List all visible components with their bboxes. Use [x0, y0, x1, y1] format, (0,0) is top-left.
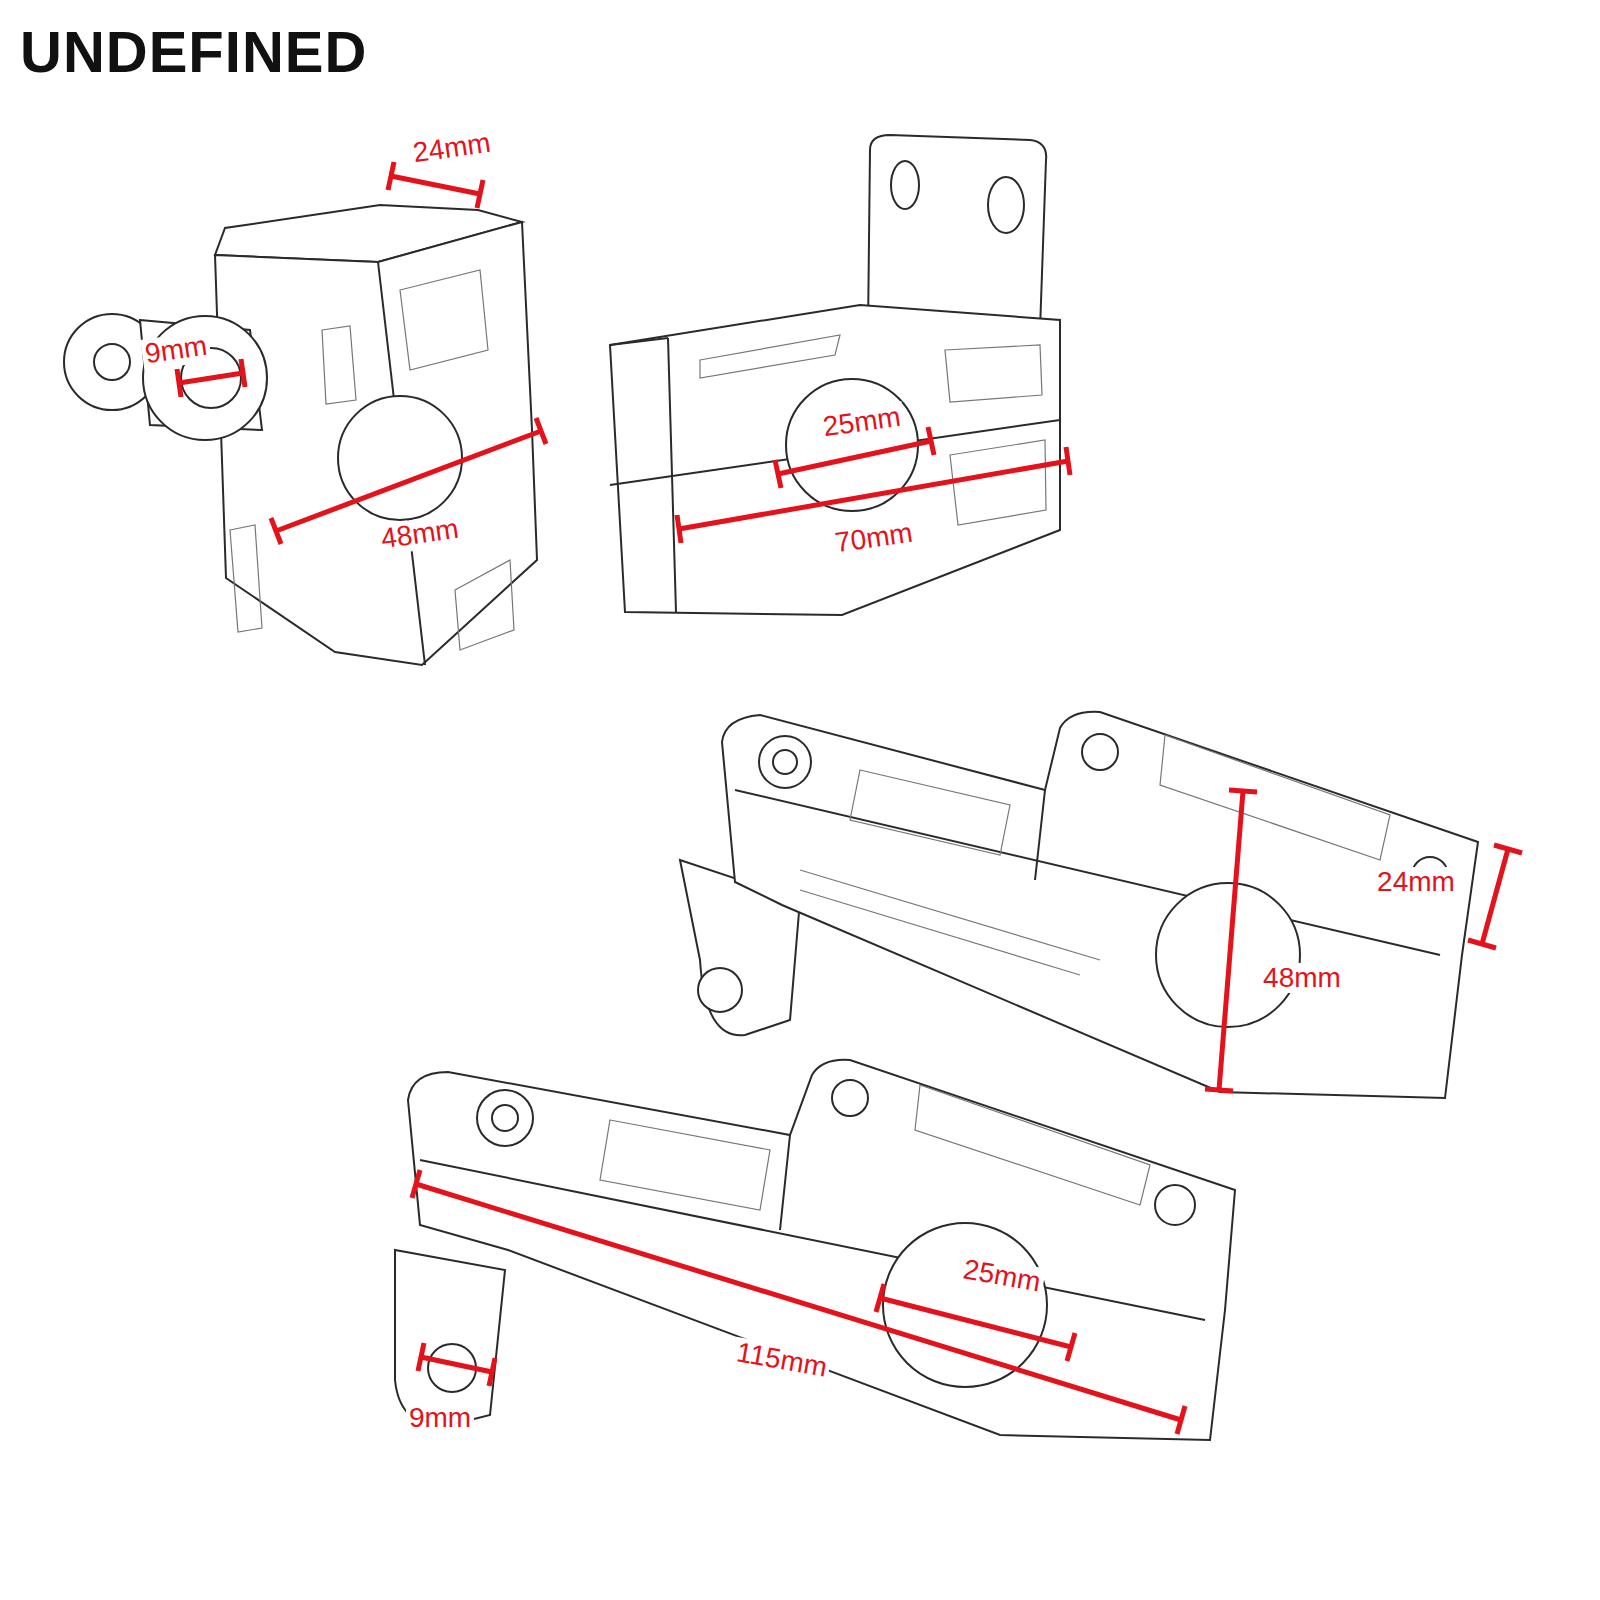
dimension-label: 24mm [1374, 867, 1458, 898]
dimension-label: 48mm [1260, 963, 1344, 994]
riser-clamp-short [610, 135, 1060, 615]
dimension-label: 24mm [408, 127, 495, 169]
brand-watermark: UNDEFINED [20, 23, 367, 81]
riser-clamp-long [395, 1060, 1235, 1440]
dimension-lines [177, 162, 1522, 1434]
dimension-label: 9mm [406, 1403, 474, 1434]
riser-clamp-short [64, 205, 537, 665]
riser-clamp-long [680, 712, 1478, 1098]
